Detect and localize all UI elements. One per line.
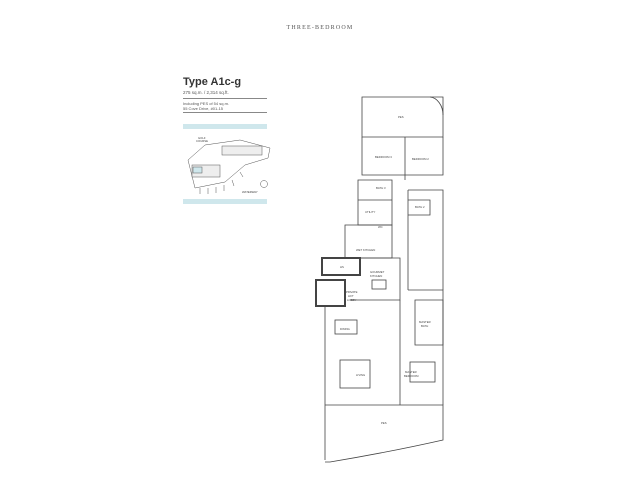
divider	[183, 112, 267, 113]
room-label: WET KITCHEN	[356, 248, 375, 252]
room-label: UTILITY	[365, 210, 376, 214]
room-label: PRIVATE	[346, 290, 358, 294]
room-label: BEDROOM 3	[375, 155, 392, 159]
room-label: WC	[378, 225, 383, 229]
keyplan-band-top	[183, 124, 267, 129]
room-label: BATH 2	[415, 205, 425, 209]
room-label: GOURMET	[370, 270, 385, 274]
room-labels: PES BEDROOM 3 BEDROOM 2 BATH 3 BATH 2 UT…	[340, 115, 431, 425]
room-label: LIFT	[348, 294, 354, 298]
unit-plan	[315, 96, 444, 463]
room-label: BATH 3	[376, 186, 386, 190]
address-note: 55 Cove Drive, #01-15	[183, 106, 224, 111]
keyplan-label: GOLF	[198, 136, 206, 140]
room-label: LOBBY	[347, 298, 356, 302]
room-label: LIVING	[356, 373, 365, 377]
room-label: BEDROOM 2	[412, 157, 429, 161]
unit-area: 275 sq.m. / 2,314 sq.ft.	[183, 90, 229, 95]
room-label: PES	[381, 421, 387, 425]
room-label: KITCHEN	[370, 274, 382, 278]
pes-note: Including PES of 54 sq.m.	[183, 101, 230, 106]
room-label: MASTER	[405, 370, 417, 374]
room-label: BATH	[421, 324, 428, 328]
room-label: DINING	[340, 327, 350, 331]
key-plan: GOLF COURSE WATERWAY	[187, 136, 271, 194]
divider	[183, 98, 267, 99]
keyplan-label: WATERWAY	[242, 190, 258, 194]
room-label: PES	[398, 115, 404, 119]
room-label: HS	[340, 265, 344, 269]
page-header: THREE-BEDROOM	[286, 25, 354, 31]
keyplan-band-bottom	[183, 199, 267, 204]
unit-type-title: Type A1c-g	[183, 76, 242, 88]
keyplan-label: COURSE	[196, 139, 208, 143]
room-label: BEDROOM	[404, 374, 419, 378]
room-label: MASTER	[419, 320, 431, 324]
